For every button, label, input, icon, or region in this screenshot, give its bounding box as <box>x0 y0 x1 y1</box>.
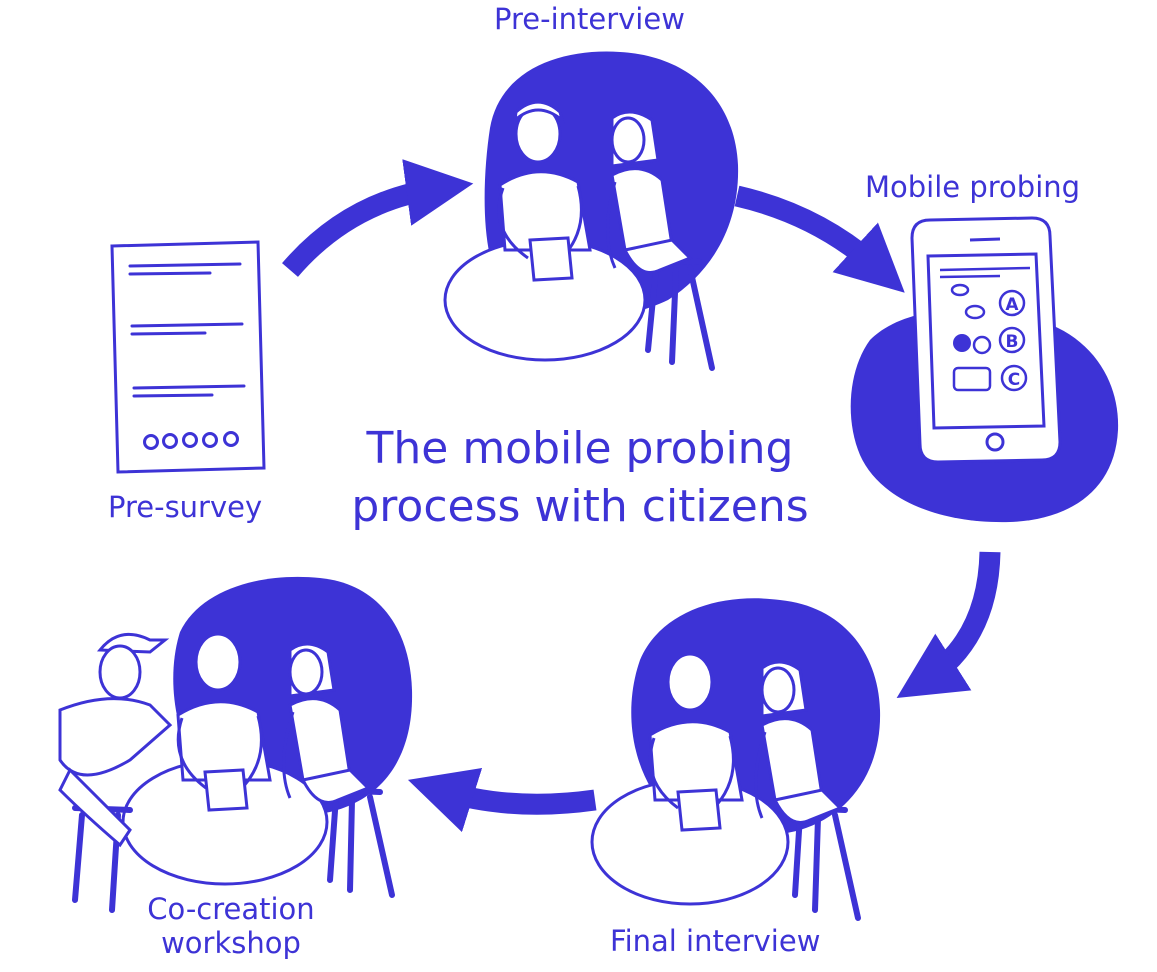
label-final-interview: Final interview <box>610 924 821 958</box>
co-creation-workshop-scene <box>58 576 413 913</box>
pre-interview-scene <box>443 51 739 371</box>
option-a: A <box>1005 295 1019 315</box>
title-line-1: The mobile probing <box>366 423 794 474</box>
label-pre-interview: Pre-interview <box>494 2 685 36</box>
arrow-preinterview-to-mobile <box>734 185 905 293</box>
arrow-final-to-cocreation <box>407 768 597 833</box>
final-interview-scene <box>590 598 881 921</box>
diagram-title: The mobile probing process with citizens <box>350 420 810 536</box>
arrow-presurvey-to-preinterview <box>282 159 474 277</box>
arrow-mobile-to-final <box>896 551 1001 699</box>
title-line-2: process with citizens <box>351 481 809 532</box>
flow-arrows <box>282 159 1001 833</box>
label-co-creation-line1: Co-creation <box>147 892 315 926</box>
option-c: C <box>1008 370 1020 390</box>
label-co-creation-workshop: Co-creation workshop <box>138 892 324 960</box>
pre-survey-paper-icon <box>110 240 266 474</box>
label-co-creation-line2: workshop <box>161 926 301 960</box>
mobile-probing-scene: A B C <box>850 216 1119 523</box>
label-mobile-probing: Mobile probing <box>865 170 1081 204</box>
label-pre-survey: Pre-survey <box>108 490 263 524</box>
option-b: B <box>1006 332 1019 352</box>
